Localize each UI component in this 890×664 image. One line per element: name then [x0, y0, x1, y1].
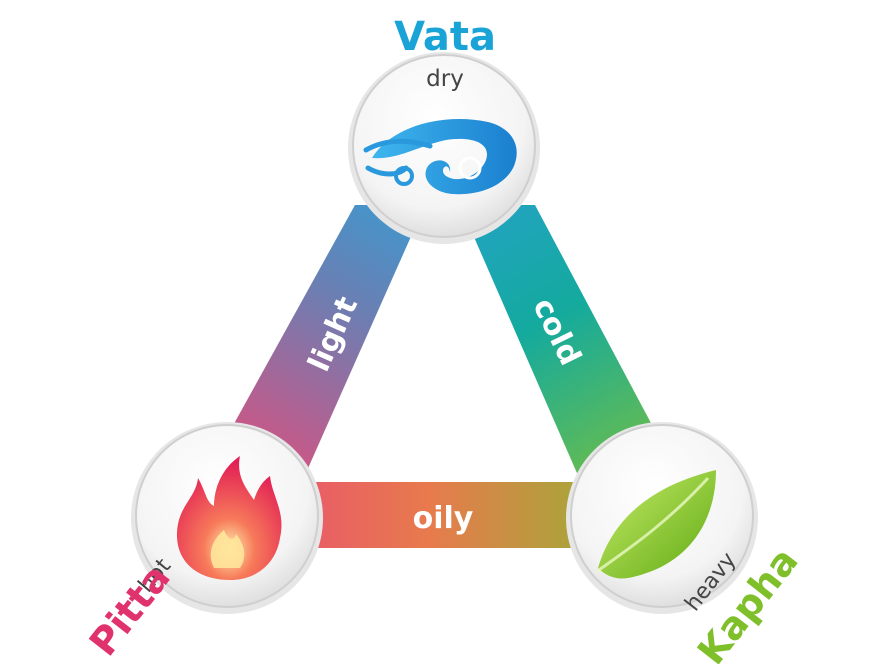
edge-pitta-kapha — [270, 482, 610, 548]
edge-label-oily: oily — [413, 501, 474, 536]
node-pitta: hot — [131, 422, 323, 614]
flame-icon — [176, 456, 282, 580]
edge-vata-pitta — [225, 205, 425, 475]
wind-icon — [363, 119, 517, 195]
dosha-title-vata: Vata — [394, 14, 496, 60]
dosha-title-pitta: Pitta — [81, 556, 179, 664]
edge-vata-kapha — [460, 205, 660, 480]
quality-dry: dry — [426, 66, 464, 92]
node-vata: dry — [348, 52, 540, 244]
node-kapha: heavy — [566, 422, 758, 616]
leaf-icon — [595, 470, 716, 579]
